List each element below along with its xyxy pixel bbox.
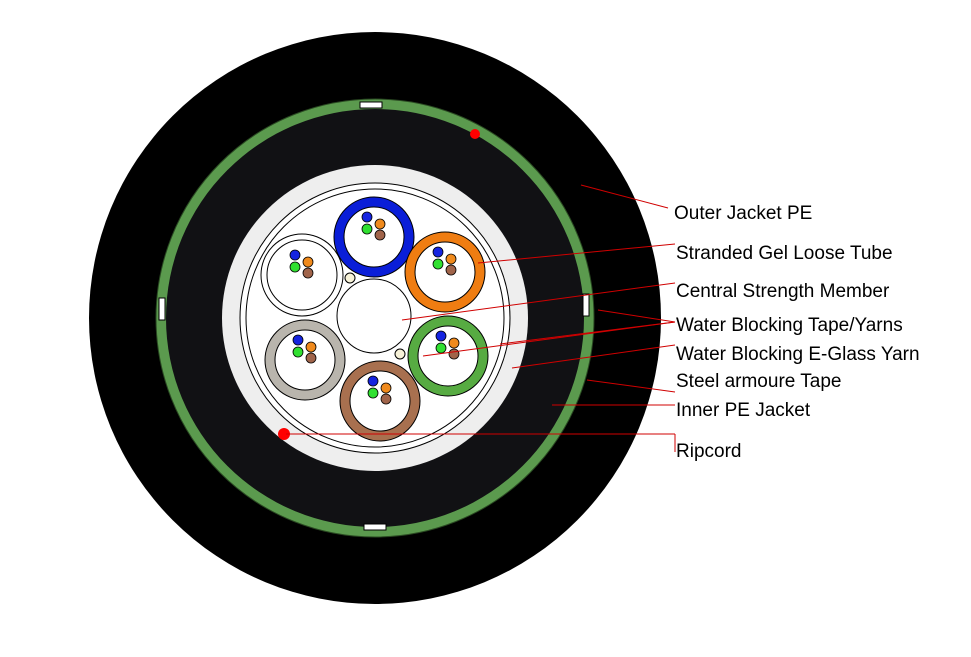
ripcord-inner <box>278 428 290 440</box>
optical-fiber <box>302 256 314 268</box>
optical-fiber <box>305 352 317 364</box>
e-glass-yarn <box>344 272 356 284</box>
optical-fiber <box>432 258 444 270</box>
optical-fiber <box>361 211 373 223</box>
optical-fiber <box>374 229 386 241</box>
label-water-tape: Water Blocking Tape/Yarns <box>676 315 903 336</box>
label-steel-tape: Steel armoure Tape <box>676 371 842 392</box>
leader-water-tape-c <box>422 321 676 357</box>
leader-strength-member <box>401 282 676 321</box>
brown-loose-tube <box>339 360 421 442</box>
tube-bore <box>266 239 338 311</box>
armour-overlap-mark-bottom <box>363 523 387 531</box>
optical-fiber <box>448 337 460 349</box>
leader-outer-jacket <box>580 184 669 209</box>
leader-lines <box>286 184 676 452</box>
tube-bore <box>414 241 476 303</box>
orange-loose-tube <box>404 231 486 313</box>
blue-loose-tube <box>333 196 415 278</box>
optical-fiber <box>292 346 304 358</box>
ripcord-outer <box>470 129 480 139</box>
core-boundary-inner <box>245 188 505 448</box>
optical-fiber <box>448 348 460 360</box>
e-glass-yarn <box>394 348 406 360</box>
green-loose-tube <box>407 315 489 397</box>
label-glass-yarn: Water Blocking E-Glass Yarn <box>676 344 920 365</box>
grey-loose-tube <box>264 319 346 401</box>
leader-steel-tape <box>586 379 676 393</box>
optical-fiber <box>432 246 444 258</box>
optical-fiber <box>435 330 447 342</box>
optical-fiber <box>445 264 457 276</box>
optical-fiber <box>292 334 304 346</box>
tube-bore <box>274 329 336 391</box>
optical-fiber <box>305 341 317 353</box>
optical-fiber <box>380 382 392 394</box>
optical-fiber <box>367 387 379 399</box>
leader-loose-tube <box>477 243 676 264</box>
optical-fiber <box>435 342 447 354</box>
leader-glass-yarn <box>511 344 676 369</box>
optical-fiber <box>289 261 301 273</box>
optical-fiber <box>374 218 386 230</box>
label-loose-tube: Stranded Gel Loose Tube <box>676 243 893 264</box>
tube-bore <box>417 325 479 387</box>
label-outer-jacket: Outer Jacket PE <box>674 203 813 224</box>
optical-fiber <box>289 249 301 261</box>
tube-bore <box>349 370 411 432</box>
optical-fiber <box>361 223 373 235</box>
tube-bore <box>343 206 405 268</box>
armour-overlap-mark-top <box>359 101 383 109</box>
filler-tube <box>260 233 344 317</box>
armour-overlap-mark-right <box>582 293 590 317</box>
label-ripcord: Ripcord <box>676 441 742 462</box>
optical-fiber <box>367 375 379 387</box>
label-inner-jacket: Inner PE Jacket <box>676 400 811 421</box>
armour-overlap-mark-left <box>158 297 166 321</box>
optical-fiber <box>445 253 457 265</box>
label-strength-member: Central Strength Member <box>676 281 890 302</box>
leader-water-tape-a <box>597 309 676 323</box>
optical-fiber <box>380 393 392 405</box>
optical-fiber <box>302 267 314 279</box>
central-strength-member <box>336 278 412 354</box>
